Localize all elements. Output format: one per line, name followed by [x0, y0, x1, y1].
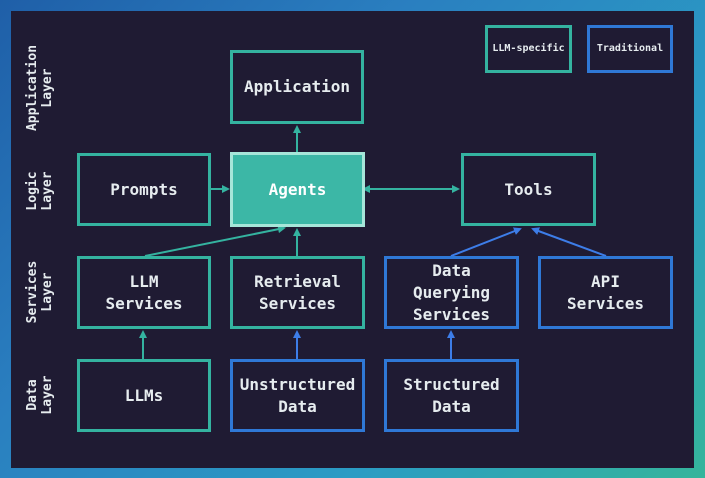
node-tools: Tools — [461, 153, 596, 226]
node-llms: LLMs — [77, 359, 211, 432]
layer-label-application: Application Layer — [25, 44, 55, 132]
node-retrieval-services: Retrieval Services — [230, 256, 365, 329]
node-agents: Agents — [230, 152, 365, 227]
node-prompts: Prompts — [77, 153, 211, 226]
architecture-diagram — [11, 11, 694, 468]
arrow-llm-services-to-agents — [144, 225, 286, 257]
node-unstructured-data: Unstructured Data — [230, 359, 365, 432]
legend-llm-specific: LLM-specific — [485, 25, 572, 73]
layer-label-data: Data Layer — [25, 375, 55, 415]
node-data-querying-services: Data Querying Services — [384, 256, 519, 329]
arrow-data-querying-to-tools — [450, 227, 522, 257]
node-structured-data: Structured Data — [384, 359, 519, 432]
layer-label-logic: Logic Layer — [25, 171, 55, 211]
layer-label-services: Services Layer — [25, 260, 55, 324]
node-llm-services: LLM Services — [77, 256, 211, 329]
legend-traditional: Traditional — [587, 25, 673, 73]
node-application: Application — [230, 50, 364, 124]
node-api-services: API Services — [538, 256, 673, 329]
arrow-api-services-to-tools — [531, 227, 607, 257]
